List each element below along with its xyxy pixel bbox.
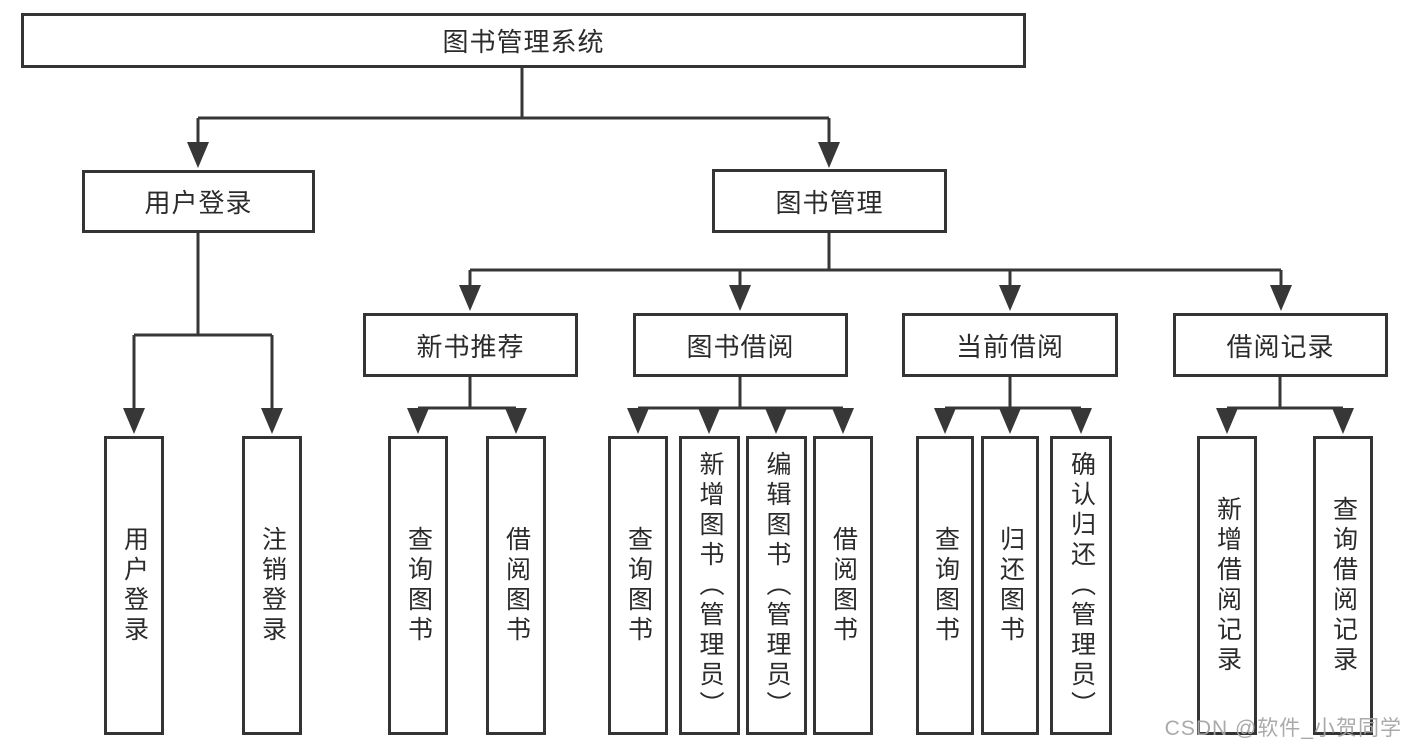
leaf-edit-book-admin: 编辑图书（管理员）	[746, 436, 807, 735]
arrow-down-icon	[407, 408, 429, 434]
arrow-down-icon	[187, 142, 209, 168]
arrow-down-icon	[818, 142, 840, 168]
arrow-down-icon	[459, 285, 481, 311]
node-label: 图书借阅	[686, 331, 795, 362]
arrow-down-icon	[999, 285, 1021, 311]
node-root: 图书管理系统	[21, 13, 1026, 68]
node-new-book-rec: 新书推荐	[363, 313, 578, 377]
arrow-down-icon	[729, 285, 751, 311]
leaf-add-book-admin: 新增图书（管理员）	[679, 436, 740, 735]
edge-group-book-management	[459, 233, 1292, 311]
arrow-down-icon	[261, 408, 283, 434]
node-user-login: 用户登录	[82, 170, 315, 233]
leaf-borrow-books-2: 借阅图书	[813, 436, 873, 735]
node-current-borrow: 当前借阅	[902, 313, 1118, 377]
leaf-logout: 注销登录	[242, 436, 302, 735]
node-book-borrow: 图书借阅	[633, 313, 848, 377]
leaf-add-borrow-record: 新增借阅记录	[1197, 436, 1257, 735]
arrow-down-icon	[627, 408, 649, 434]
node-borrow-records: 借阅记录	[1173, 313, 1388, 377]
arrow-down-icon	[934, 408, 956, 434]
watermark: CSDN @软件_小贺同学	[1164, 717, 1402, 740]
arrow-down-icon	[1070, 408, 1092, 434]
leaf-label: 查询图书	[624, 525, 653, 646]
arrow-down-icon	[505, 408, 527, 434]
leaf-label: 新增借阅记录	[1213, 495, 1242, 676]
arrow-down-icon	[123, 408, 145, 434]
leaf-confirm-return-admin: 确认归还（管理员）	[1050, 436, 1112, 735]
node-label: 图书管理	[775, 187, 884, 218]
node-book-management: 图书管理	[712, 169, 947, 233]
edge-group-user-login	[123, 233, 283, 434]
arrow-down-icon	[999, 408, 1021, 434]
node-label: 用户登录	[144, 188, 253, 218]
leaf-query-borrow-record: 查询借阅记录	[1313, 436, 1373, 735]
leaf-user-login: 用户登录	[104, 436, 164, 735]
leaf-query-books-2: 查询图书	[608, 436, 668, 735]
leaf-label: 借阅图书	[502, 525, 531, 646]
leaf-query-books-3: 查询图书	[916, 436, 974, 735]
leaf-label: 注销登录	[258, 525, 287, 646]
edge-group-root	[187, 68, 840, 168]
node-label: 借阅记录	[1226, 331, 1335, 362]
node-label: 图书管理系统	[442, 27, 605, 57]
leaf-label: 归还图书	[996, 525, 1025, 646]
leaf-label: 借阅图书	[829, 525, 858, 646]
arrow-down-icon	[1332, 408, 1354, 434]
leaf-label: 确认归还（管理员）	[1067, 450, 1096, 721]
leaf-label: 新增图书（管理员）	[696, 450, 724, 721]
arrow-down-icon	[1270, 285, 1292, 311]
arrow-down-icon	[1216, 408, 1238, 434]
leaf-query-books-1: 查询图书	[388, 436, 448, 735]
arrow-down-icon	[698, 408, 720, 434]
arrow-down-icon	[765, 408, 787, 434]
leaf-label: 查询借阅记录	[1329, 495, 1358, 676]
leaf-label: 查询图书	[404, 525, 433, 646]
node-label: 新书推荐	[416, 331, 525, 362]
node-label: 当前借阅	[955, 331, 1064, 362]
edge-group-book-borrow	[627, 377, 854, 434]
edge-group-borrow-records	[1216, 377, 1354, 434]
leaf-label: 查询图书	[931, 525, 960, 646]
arrow-down-icon	[832, 408, 854, 434]
leaf-label: 用户登录	[120, 525, 149, 646]
edge-group-current-borrow	[934, 377, 1092, 434]
edge-group-new-book-rec	[407, 377, 527, 434]
leaf-borrow-books-1: 借阅图书	[486, 436, 546, 735]
leaf-label: 编辑图书（管理员）	[763, 450, 791, 721]
leaf-return-book: 归还图书	[981, 436, 1039, 735]
